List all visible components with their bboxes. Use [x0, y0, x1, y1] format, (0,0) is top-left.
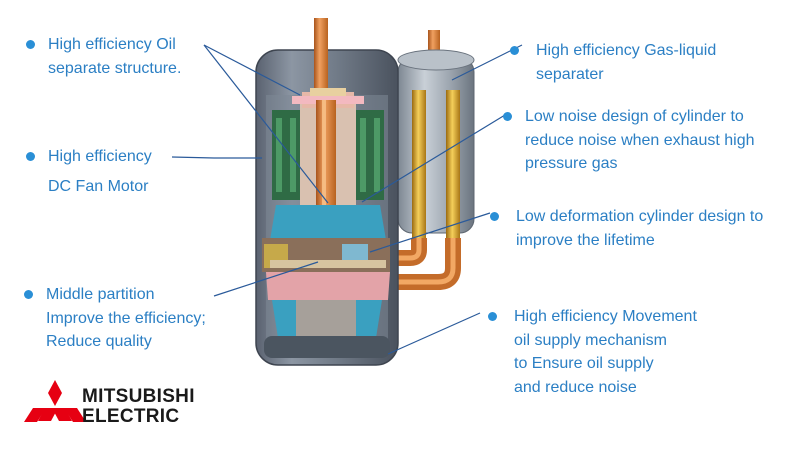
callout-line: Middle partition	[46, 286, 155, 303]
callout-line: High efficiency Oil	[48, 36, 176, 53]
callout-middle-partition: Middle partition Improve the efficiency;…	[24, 283, 206, 354]
callout-line: Low deformation cylinder design to	[516, 208, 764, 225]
bullet-icon	[490, 212, 499, 221]
bullet-icon	[24, 290, 33, 299]
callout-line: Improve the efficiency;	[46, 309, 206, 327]
callout-line: pressure gas	[525, 155, 618, 172]
three-diamonds-icon	[24, 380, 86, 422]
callout-line: High efficiency	[48, 148, 152, 165]
brand-name-line1: MITSUBISHI	[82, 386, 195, 407]
callout-line: DC Fan Motor	[48, 177, 149, 195]
callout-line: and reduce noise	[514, 378, 637, 396]
callout-oil-separate: High efficiency Oil separate structure.	[26, 33, 181, 80]
bullet-icon	[26, 40, 35, 49]
callout-low-deformation: Low deformation cylinder design to impro…	[490, 205, 763, 252]
callout-line: Reduce quality	[46, 333, 152, 350]
callout-line: Low noise design of cylinder to	[525, 108, 744, 125]
callout-line: separate structure.	[48, 59, 182, 77]
dc-fan-motor	[272, 92, 384, 210]
bullet-icon	[26, 152, 35, 161]
bullet-icon	[488, 312, 497, 321]
callout-line: reduce noise when exhaust high	[525, 131, 755, 149]
leader-lines	[171, 44, 523, 355]
cylinder-block	[262, 205, 390, 340]
callout-dc-fan-motor: High efficiency DC Fan Motor	[26, 145, 152, 198]
connecting-pipes	[370, 238, 461, 290]
gas-liquid-separator	[397, 30, 475, 240]
callout-line: improve the lifetime	[516, 231, 655, 249]
callout-line: separater	[536, 65, 604, 83]
bullet-icon	[503, 112, 512, 121]
oil-sump	[264, 336, 390, 358]
callout-low-noise-cylinder: Low noise design of cylinder to reduce n…	[503, 105, 755, 176]
callout-line: to Ensure oil supply	[514, 355, 654, 372]
callout-oil-supply: High efficiency Movement oil supply mech…	[488, 305, 697, 399]
brand-name-line2: ELECTRIC	[82, 406, 180, 427]
bullet-icon	[510, 46, 519, 55]
callout-gas-liquid: High efficiency Gas-liquid separater	[510, 39, 716, 86]
callout-line: oil supply mechanism	[514, 331, 667, 349]
callout-line: High efficiency Gas-liquid	[536, 42, 717, 59]
callout-line: High efficiency Movement	[514, 308, 697, 325]
brand-logo-text: MITSUBISHI ELECTRIC	[82, 387, 195, 427]
